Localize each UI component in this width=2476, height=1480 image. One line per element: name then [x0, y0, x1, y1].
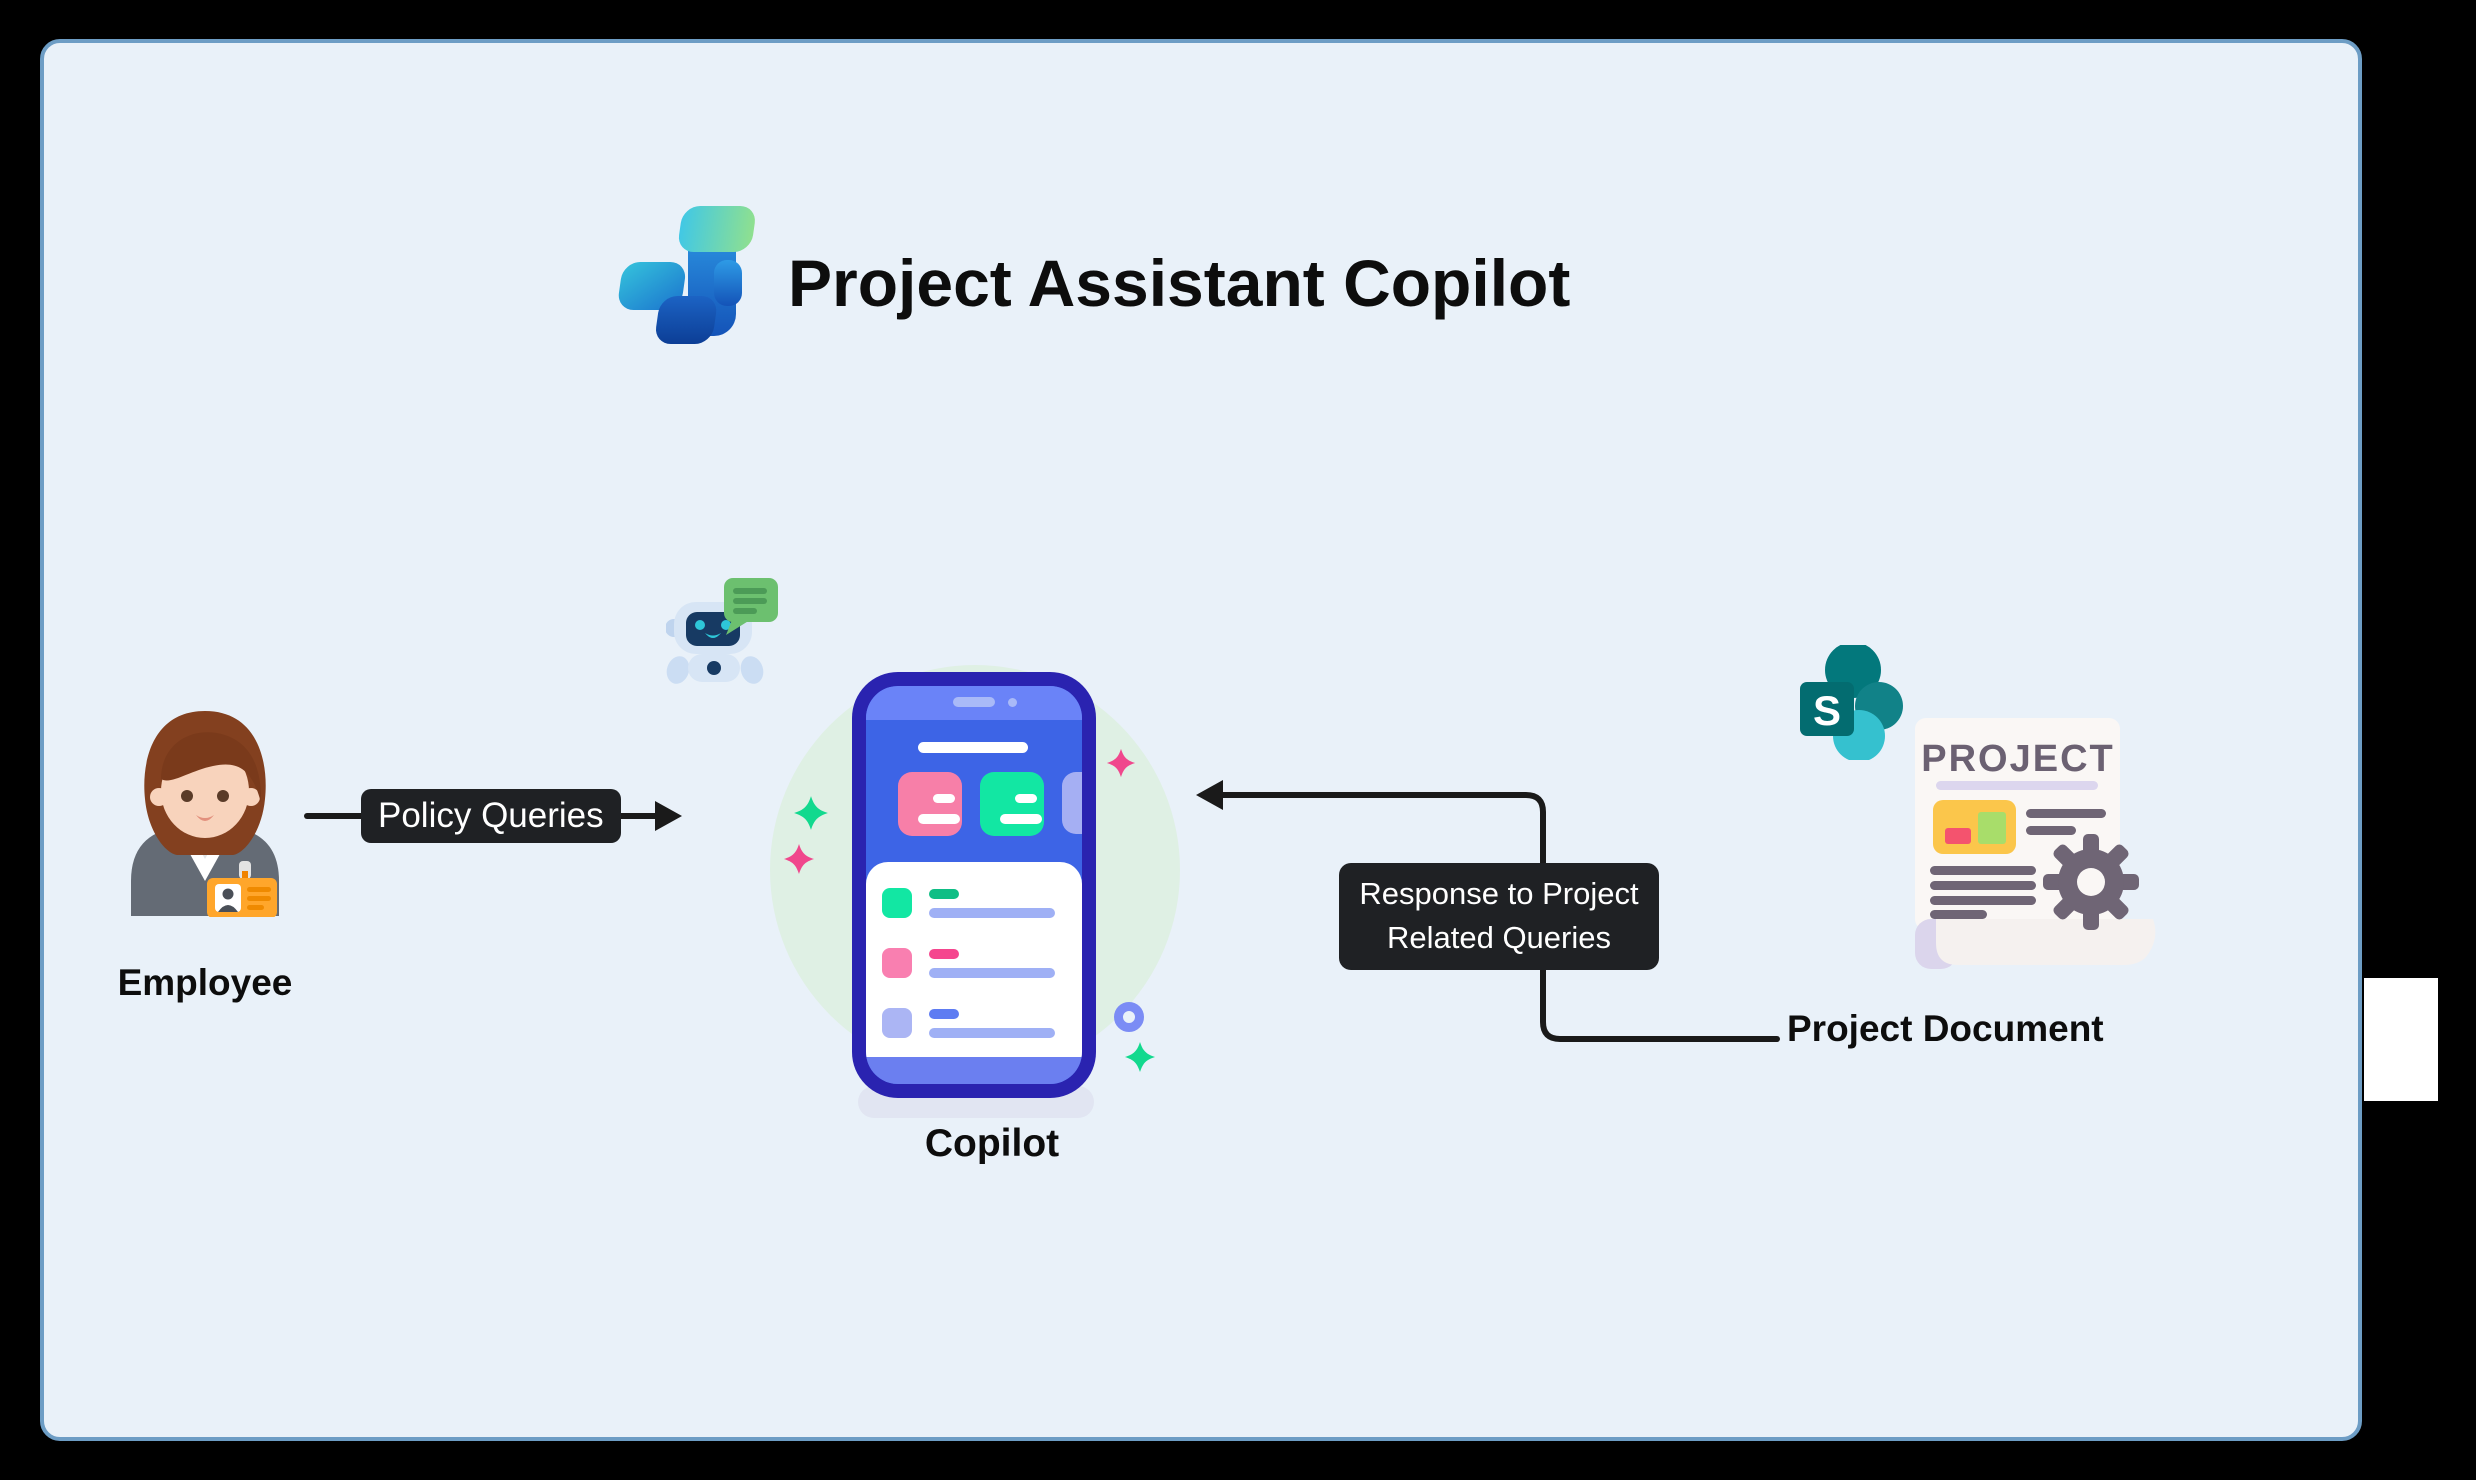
policy-queries-label: Policy Queries — [361, 789, 621, 843]
phone-status-bar — [866, 686, 1082, 720]
copilot-logo-icon — [618, 206, 755, 344]
green-sparkle — [794, 796, 828, 830]
response-label-line2: Related Queries — [1386, 920, 1611, 955]
chatbot-icon — [666, 578, 778, 684]
list-line — [929, 1028, 1055, 1038]
employee-label: Employee — [117, 962, 293, 1003]
list-line — [929, 908, 1055, 918]
copilot-label: Copilot — [924, 1122, 1060, 1165]
copilot-phone-illustration — [852, 672, 1096, 1098]
list-dash-pink — [929, 949, 959, 959]
page-title: Project Assistant Copilot — [788, 246, 1571, 320]
gear-icon — [2043, 834, 2139, 930]
businesswoman-avatar-icon — [131, 711, 279, 917]
response-queries-label: Response to Project Related Queries — [1339, 863, 1659, 970]
app-card-pink — [898, 772, 962, 836]
sharepoint-letter: S — [1813, 687, 1841, 734]
phone-notch — [953, 697, 995, 707]
phone-camera-dot — [1008, 698, 1017, 707]
document-heading: PROJECT — [1921, 738, 2114, 780]
blue-donut-dot — [1114, 1002, 1144, 1032]
app-card-green — [980, 772, 1044, 836]
list-line — [929, 968, 1055, 978]
pink-sparkle — [783, 843, 815, 875]
list-bullet-pink — [882, 948, 912, 978]
list-dash-blue — [929, 1009, 959, 1019]
phone-screen — [866, 686, 1082, 1084]
speech-bubble-icon — [724, 578, 778, 635]
list-bullet-green — [882, 888, 912, 918]
list-dash-green — [929, 889, 959, 899]
project-document-label: Project Document — [1787, 1008, 2104, 1049]
app-card-partial — [1062, 772, 1082, 834]
white-mask-rect — [2364, 978, 2438, 1101]
phone-bottom-bar — [866, 1057, 1082, 1084]
pink-sparkle — [1106, 748, 1136, 778]
list-bullet-periwinkle — [882, 1008, 912, 1038]
project-document-icon: PROJECT — [1915, 718, 2156, 969]
response-label-line1: Response to Project — [1359, 876, 1639, 911]
green-sparkle — [1124, 1041, 1156, 1073]
phone-title-line — [918, 742, 1028, 753]
sharepoint-icon: S — [1800, 645, 1903, 760]
